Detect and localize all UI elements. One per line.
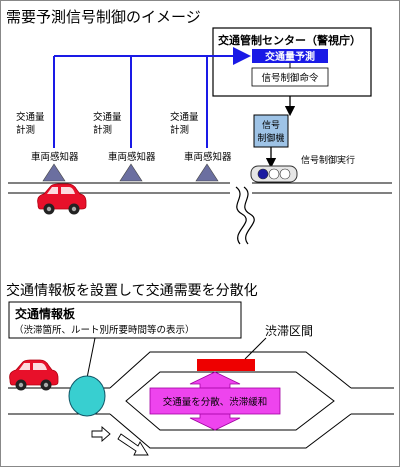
route-arrow-diagonal <box>117 433 149 456</box>
execute-label: 信号制御実行 <box>301 154 355 166</box>
route-arrow-straight <box>91 426 111 442</box>
sensor-2: 交通量 計測 車両感知器 <box>93 111 156 182</box>
sensor-3-measure-line2: 計測 <box>170 124 189 136</box>
bottom-heading: 交通情報板を設置して交通需要を分散化 <box>6 282 258 299</box>
sensor-data-lines <box>53 47 251 148</box>
car-icon-top <box>37 183 87 215</box>
signal-lamp-red <box>279 168 291 180</box>
info-board-subtitle: （渋滞箇所、ルート別所要時間等の表示） <box>14 324 195 336</box>
congestion-label: 渋滞区間 <box>265 324 313 338</box>
prediction-label: 交通量予測 <box>265 50 315 63</box>
control-center-title: 交通管制センター（警視庁） <box>218 33 361 47</box>
sensor-3: 交通量 計測 車両感知器 <box>170 111 232 182</box>
congestion-bar <box>197 359 255 371</box>
prediction-box <box>252 49 328 63</box>
sensor-3-measure-line1: 交通量 <box>170 111 199 123</box>
dispersal-label: 交通量を分散、渋滞緩和 <box>163 396 268 408</box>
road-break-right <box>243 186 255 245</box>
car-icon-bottom <box>9 359 59 391</box>
sensor-2-measure-line1: 交通量 <box>93 111 122 123</box>
sensor-1: 交通量 計測 車両感知器 <box>16 111 79 182</box>
command-label: 信号制御命令 <box>261 72 319 84</box>
sensor-2-triangle <box>119 163 143 182</box>
traffic-light <box>250 165 298 183</box>
controller-label-line1: 信号 <box>262 119 280 131</box>
sensor-1-measure-line2: 計測 <box>16 124 35 136</box>
signal-lamp-yellow <box>268 168 280 180</box>
sensor-2-label: 車両感知器 <box>108 151 156 163</box>
sensor-1-triangle <box>42 163 66 182</box>
info-board-box <box>8 301 242 339</box>
info-board-title: 交通情報板 <box>15 306 76 321</box>
info-board-circle <box>68 375 106 417</box>
congestion-pointer <box>244 337 267 360</box>
controller-label-line2: 制御機 <box>257 132 284 144</box>
road-break-left <box>235 186 247 245</box>
sensor-2-measure-line2: 計測 <box>93 124 112 136</box>
sensor-3-label: 車両感知器 <box>184 151 232 163</box>
sensor-1-label: 車両感知器 <box>31 151 79 163</box>
road-network <box>8 351 394 449</box>
sensor-1-measure-line1: 交通量 <box>16 111 45 123</box>
signal-lamp-blue <box>257 168 269 180</box>
road <box>8 182 392 245</box>
signal-controller-box <box>253 114 289 148</box>
dispersal-arrow <box>149 371 281 431</box>
sensor-3-triangle <box>195 163 219 182</box>
top-heading: 需要予測信号制御のイメージ <box>6 8 201 26</box>
board-pointer <box>86 337 96 379</box>
